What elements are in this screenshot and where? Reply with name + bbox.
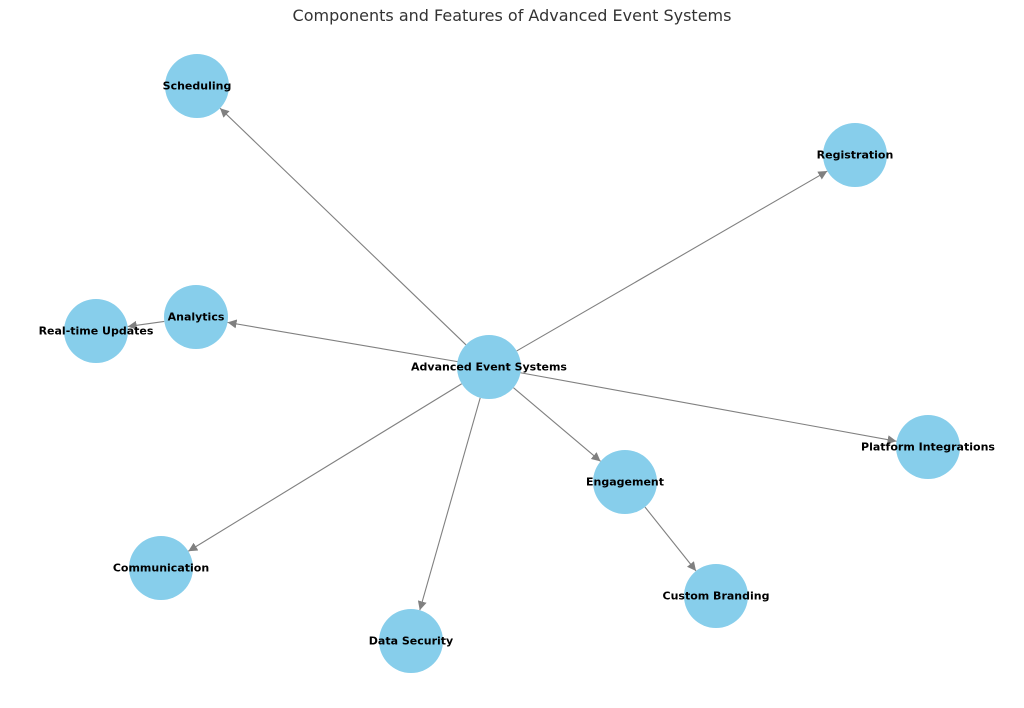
node-label: Communication bbox=[113, 562, 209, 575]
node-security: Data Security bbox=[369, 609, 453, 673]
edge-engagement-to-branding bbox=[644, 506, 697, 572]
node-center: Advanced Event Systems bbox=[411, 335, 567, 399]
diagram-title: Components and Features of Advanced Even… bbox=[293, 6, 732, 25]
node-branding: Custom Branding bbox=[663, 564, 770, 628]
node-label: Data Security bbox=[369, 635, 453, 648]
nodes-layer: Advanced Event Systems SchedulingRegistra… bbox=[39, 54, 995, 673]
node-circle bbox=[823, 123, 887, 187]
node-label: Custom Branding bbox=[663, 590, 770, 603]
node-circle bbox=[684, 564, 748, 628]
edges-layer bbox=[127, 107, 897, 611]
node-circle bbox=[165, 54, 229, 118]
node-label: Analytics bbox=[168, 311, 225, 324]
node-label: Real-time Updates bbox=[39, 325, 154, 338]
edge-center-to-registration bbox=[516, 170, 828, 352]
edge-center-to-analytics bbox=[227, 319, 458, 363]
node-circle bbox=[379, 609, 443, 673]
edge-center-to-engagement bbox=[513, 387, 601, 462]
node-label: Registration bbox=[817, 149, 894, 162]
node-label: Advanced Event Systems bbox=[411, 361, 567, 374]
node-communication: Communication bbox=[113, 536, 209, 600]
node-registration: Registration bbox=[817, 123, 894, 187]
node-scheduling: Scheduling bbox=[163, 54, 232, 118]
edge-analytics-to-realtime bbox=[127, 320, 165, 330]
node-label: Platform Integrations bbox=[861, 441, 995, 454]
node-engagement: Engagement bbox=[586, 450, 664, 514]
node-platform: Platform Integrations bbox=[861, 415, 995, 479]
node-realtime: Real-time Updates bbox=[39, 299, 154, 363]
node-circle bbox=[129, 536, 193, 600]
node-circle bbox=[164, 285, 228, 349]
edge-center-to-platform bbox=[520, 372, 897, 445]
edge-center-to-security bbox=[417, 397, 481, 611]
edge-center-to-communication bbox=[187, 383, 463, 552]
node-analytics: Analytics bbox=[164, 285, 228, 349]
node-label: Engagement bbox=[586, 476, 664, 489]
node-circle bbox=[593, 450, 657, 514]
edge-center-to-scheduling bbox=[219, 107, 467, 346]
node-circle bbox=[457, 335, 521, 399]
node-circle bbox=[896, 415, 960, 479]
node-label: Scheduling bbox=[163, 80, 232, 93]
node-circle bbox=[64, 299, 128, 363]
